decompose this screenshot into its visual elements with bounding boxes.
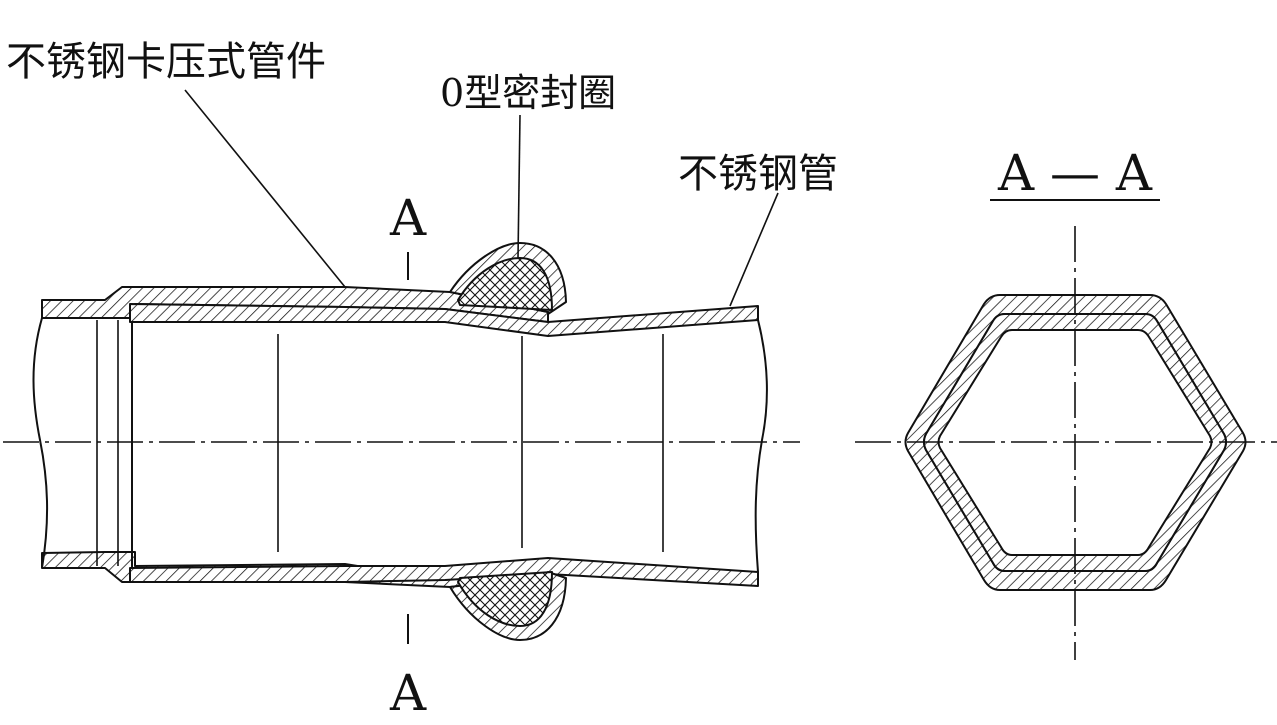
pipe-wall-top bbox=[129, 303, 759, 337]
label-section-bottom: A bbox=[389, 664, 427, 722]
label-section-top: A bbox=[389, 189, 427, 247]
break-line-right bbox=[754, 319, 768, 573]
oring-seal-bottom bbox=[457, 571, 553, 627]
longitudinal-view bbox=[3, 89, 800, 644]
label-fitting: 不锈钢卡压式管件 bbox=[6, 39, 326, 85]
leader-pipe bbox=[729, 192, 779, 307]
hexagon-pipe-wall bbox=[923, 313, 1227, 572]
oring-seal-top bbox=[457, 257, 553, 311]
label-section-view: A — A bbox=[997, 144, 1153, 202]
break-line-left bbox=[32, 317, 49, 569]
label-oring: 0型密封圈 bbox=[440, 71, 616, 115]
section-view bbox=[855, 199, 1277, 660]
leader-fitting bbox=[184, 89, 346, 288]
label-pipe: 不锈钢管 bbox=[678, 151, 838, 197]
pipe-wall-bottom bbox=[129, 557, 759, 587]
leader-oring bbox=[517, 114, 521, 259]
